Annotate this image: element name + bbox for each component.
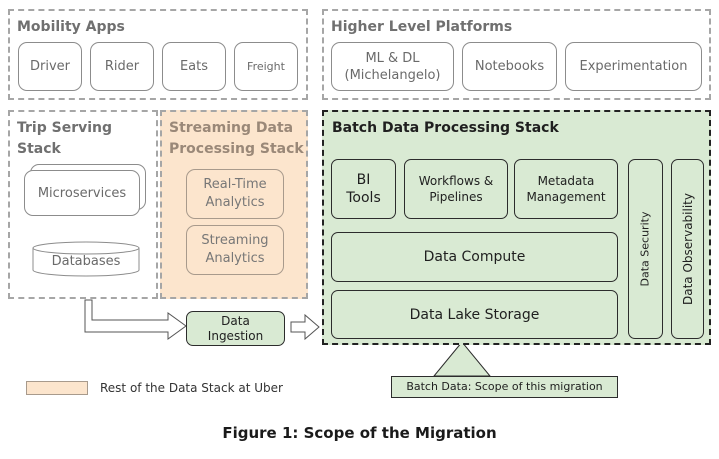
data-ingestion-box: Data Ingestion [186,311,285,346]
trip-serving-stack-group [8,110,158,299]
streaming-analytics-box: Streaming Analytics [186,225,284,275]
mobility-apps-group [8,9,308,100]
app-driver: Driver [18,42,82,91]
databases-label: Databases [51,254,121,269]
platform-michelangelo: ML & DL (Michelangelo) [331,42,454,91]
figure-caption: Figure 1: Scope of the Migration [222,424,497,442]
metadata-management-box: Metadata Management [514,159,618,219]
higher-level-platforms-group [322,9,711,100]
streaming-stack-title: Streaming Data Processing Stack [169,120,304,157]
data-security-box [628,159,663,339]
data-compute-box: Data Compute [331,232,618,282]
workflows-pipelines-box: Workflows & Pipelines [404,159,508,219]
data-security-label: Data Security [638,211,652,287]
trip-serving-stack-title: Trip Serving Stack [17,120,113,157]
data-observability-box [671,159,704,339]
legend-swatch [26,381,88,395]
mobility-apps-title: Mobility Apps [17,19,125,35]
platform-experimentation: Experimentation [565,42,702,91]
app-rider: Rider [90,42,154,91]
ingestion-to-batch-arrow [290,313,320,341]
batch-stack-title: Batch Data Processing Stack [332,120,559,136]
platform-notebooks: Notebooks [462,42,557,91]
data-observability-label: Data Observability [681,193,695,305]
legend-label: Rest of the Data Stack at Uber [100,381,283,395]
app-freight: Freight [234,42,298,91]
data-lake-storage-box: Data Lake Storage [331,290,618,339]
scope-callout-box: Batch Data: Scope of this migration [391,376,618,398]
trip-to-ingestion-arrow [84,299,187,340]
bi-tools-box: BI Tools [331,159,396,219]
higher-level-platforms-title: Higher Level Platforms [331,19,513,35]
app-eats: Eats [162,42,226,91]
microservices-box: Microservices [24,170,140,216]
real-time-analytics-box: Real-Time Analytics [186,169,284,219]
